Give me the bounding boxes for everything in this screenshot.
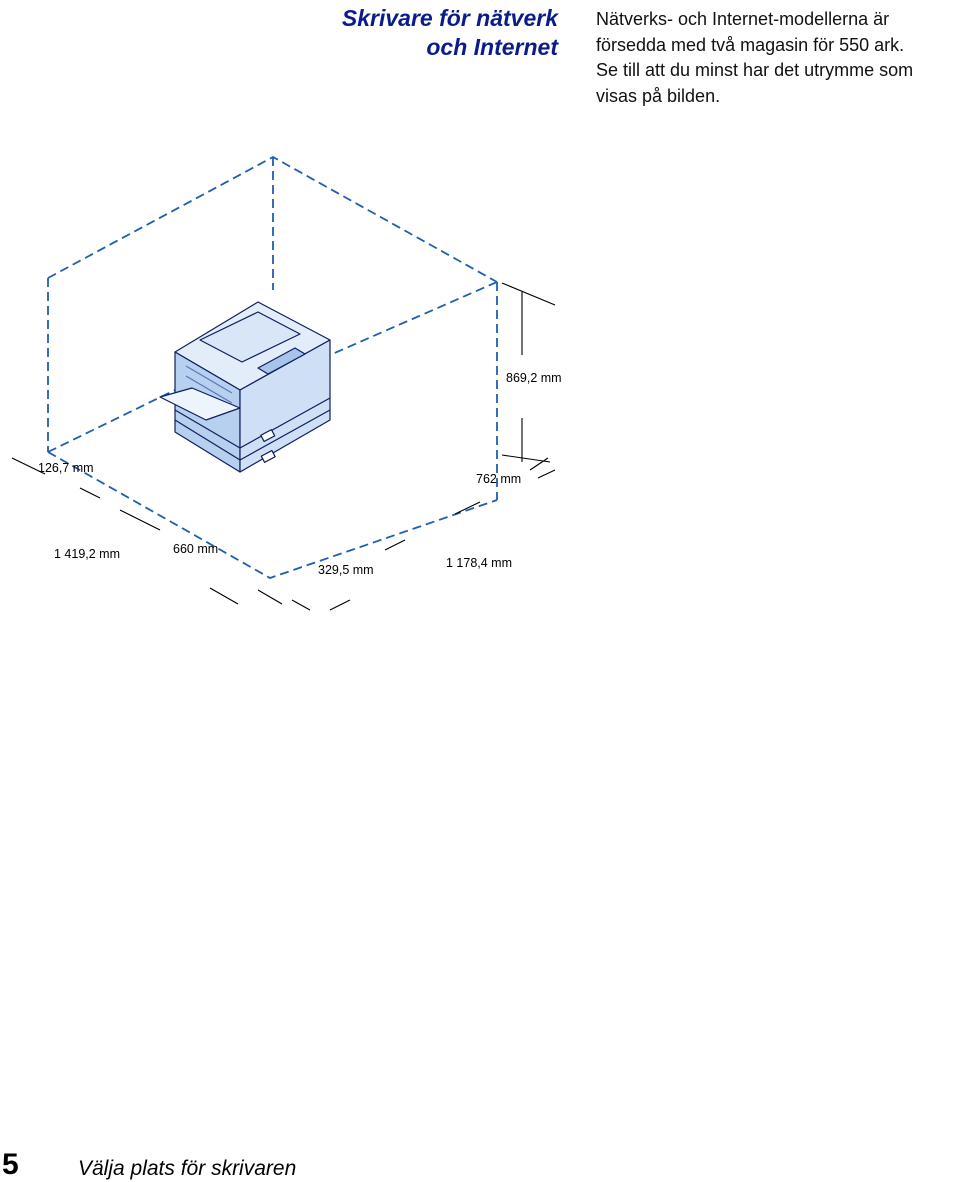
dimension-total-width: 1 419,2 mm	[54, 547, 121, 561]
clearance-box	[47, 155, 498, 579]
intro-line-1: Nätverks- och Internet-modellerna är	[596, 9, 890, 29]
output-tray	[199, 311, 301, 363]
section-heading-line2: och Internet	[426, 34, 558, 60]
drawer-label-1	[260, 429, 276, 443]
control-panel	[257, 347, 306, 375]
intro-line-2: försedda med två magasin för 550 ark.	[596, 34, 905, 55]
intro-paragraph: Nätverks- och Internet-modellerna är för…	[596, 7, 960, 109]
drawer-label-2	[260, 449, 276, 463]
dimension-lines	[11, 282, 556, 611]
intro-line-3: Se till att du minst har det utrymme som	[596, 60, 914, 80]
dimension-height: 869,2 mm	[506, 371, 562, 385]
footer-section-title: Välja plats för skrivaren	[78, 1157, 297, 1180]
section-heading-line1: Skrivare för nätverk	[341, 5, 558, 31]
dimension-printer-width: 660 mm	[173, 542, 219, 556]
section-heading: Skrivare för nätverk och Internet	[258, 4, 558, 62]
dimension-total-depth: 1 178,4 mm	[446, 556, 513, 570]
page-number: 5	[2, 1148, 19, 1181]
clearance-diagram	[11, 155, 556, 611]
dimension-front-clearance: 329,5 mm	[318, 563, 374, 577]
multipurpose-feeder	[159, 387, 241, 421]
dimension-right-depth: 762 mm	[476, 472, 522, 486]
printer-illustration	[159, 301, 331, 473]
dimension-left-clearance: 126,7 mm	[38, 461, 94, 475]
intro-line-4: visas på bilden.	[596, 85, 721, 106]
